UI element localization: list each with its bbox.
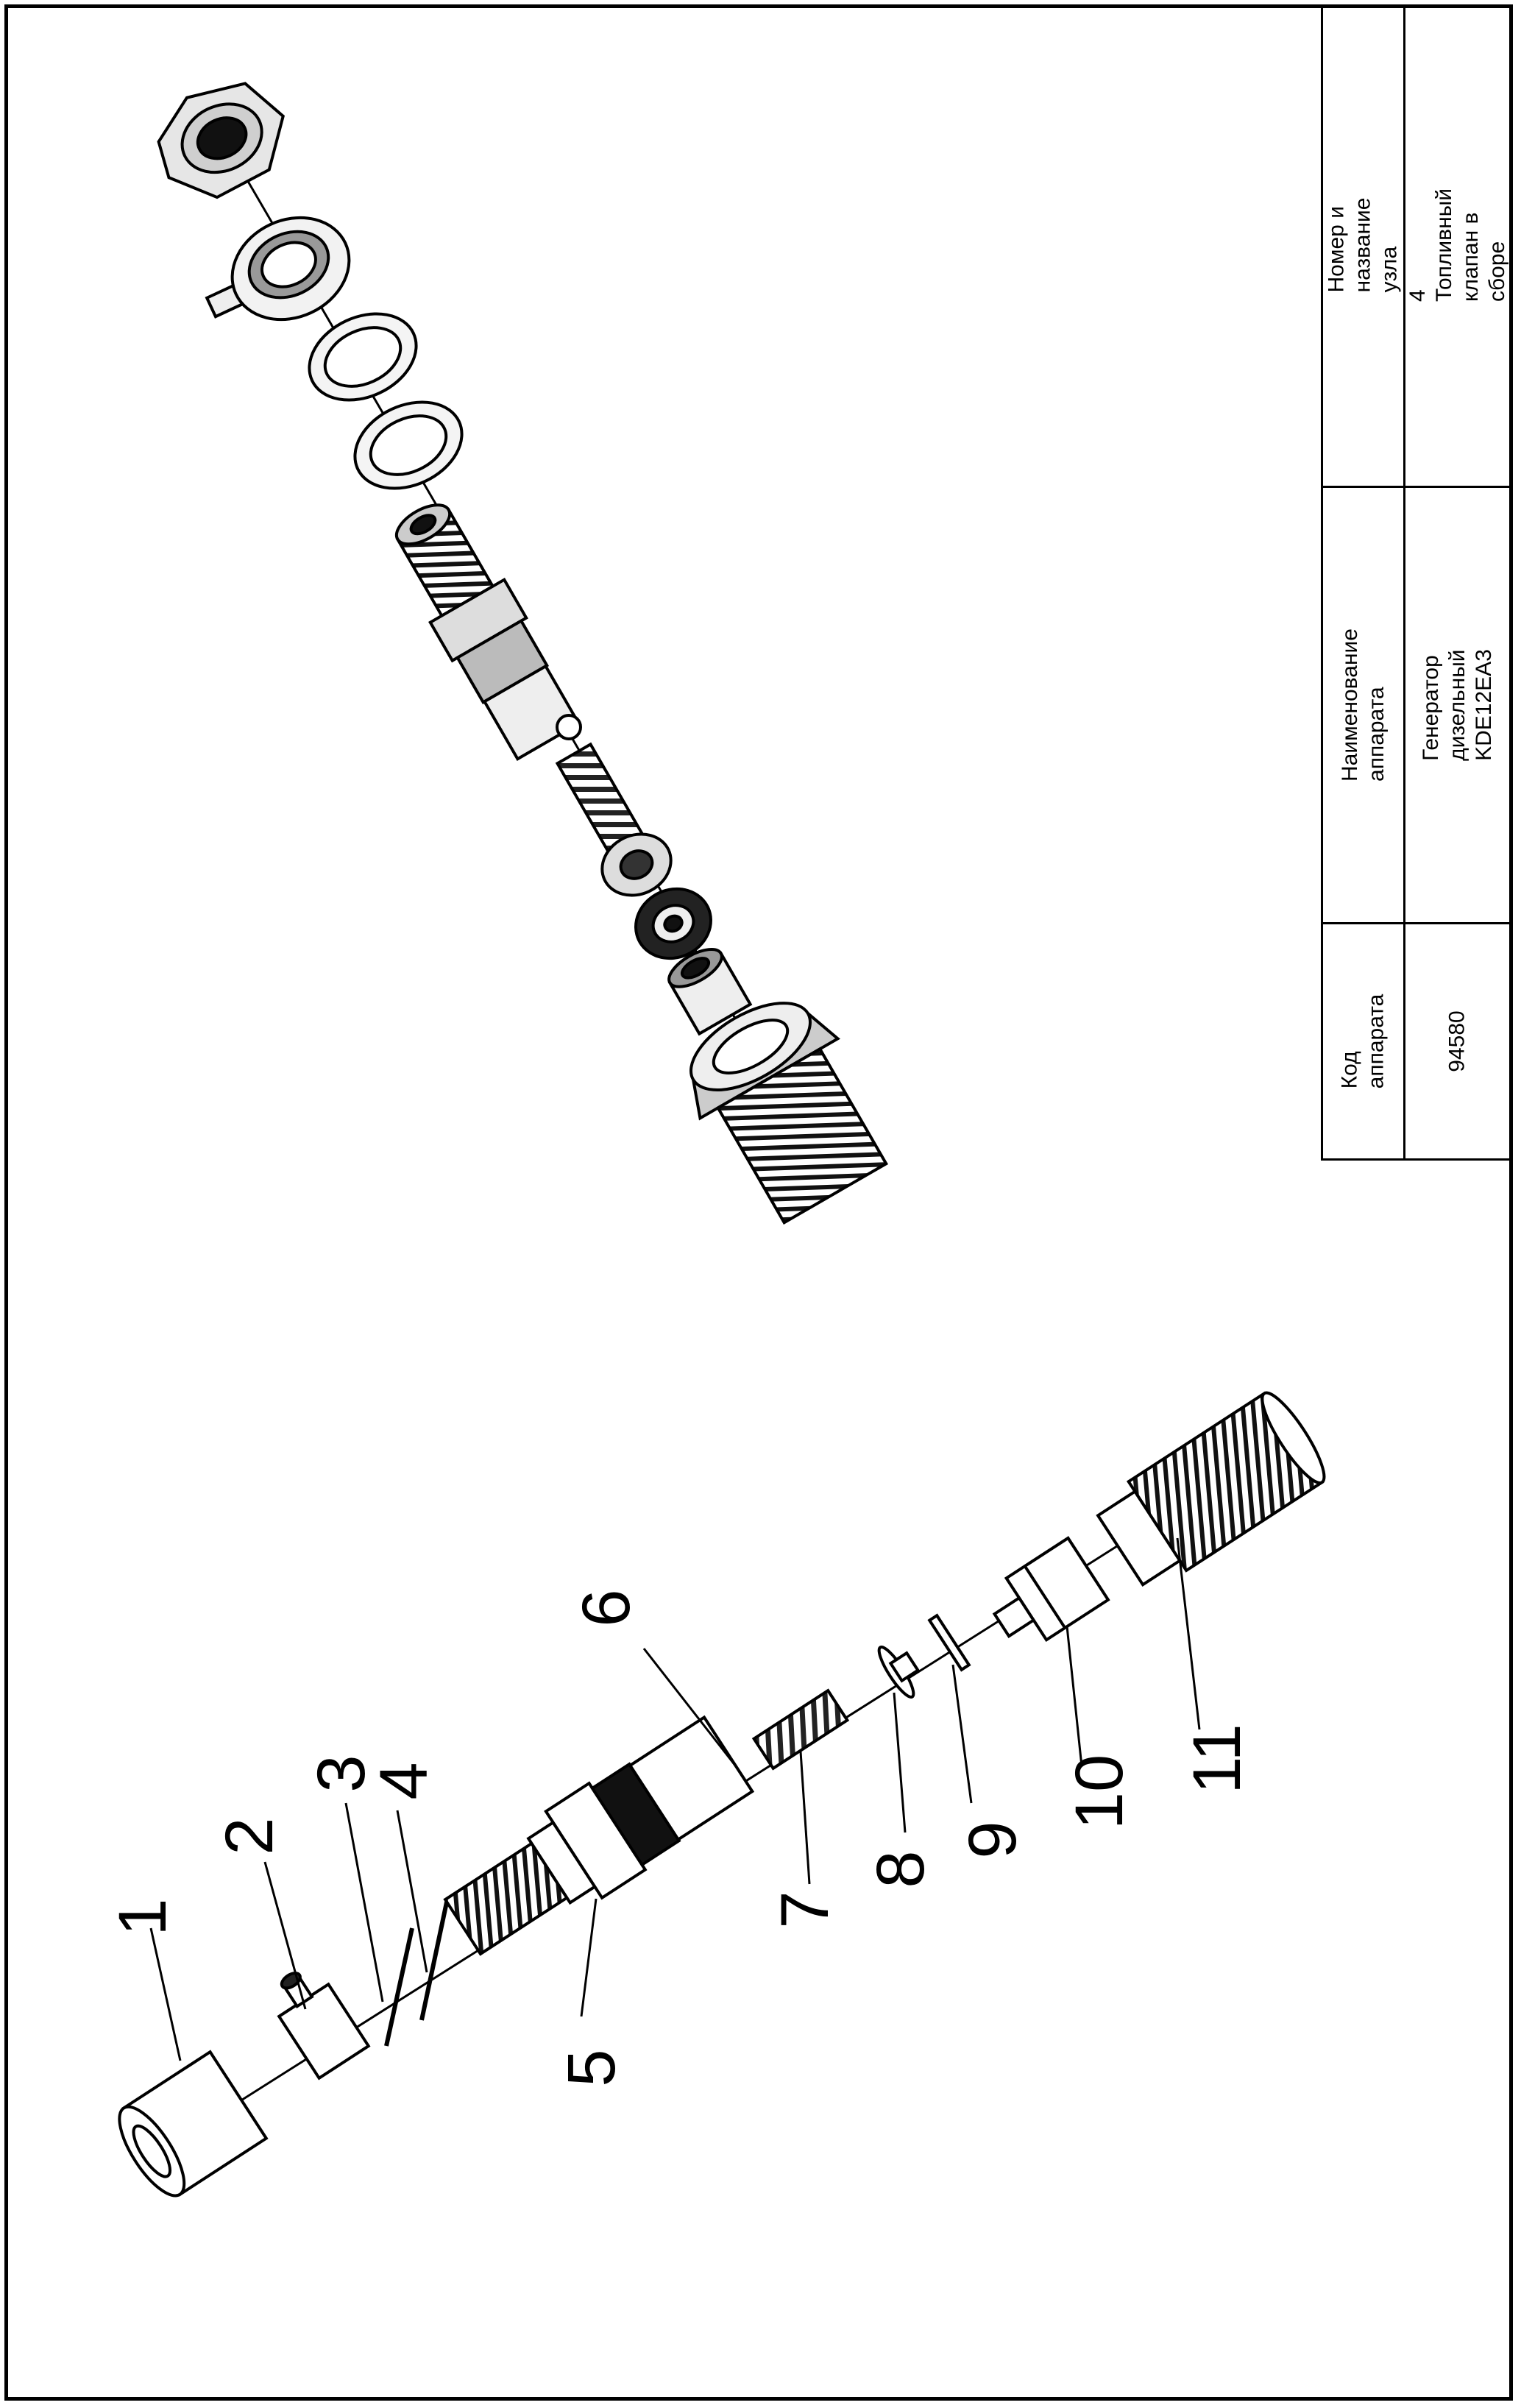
title-block-divider-2	[1323, 922, 1509, 924]
callout-3: 3	[304, 1754, 379, 1792]
iso-valve-body	[394, 503, 581, 761]
callout-7: 7	[767, 1891, 843, 1928]
callout-8: 8	[863, 1850, 938, 1888]
part-7-spring	[751, 1688, 850, 1771]
callout-11: 11	[1180, 1724, 1255, 1794]
part-11-holder	[1096, 1391, 1326, 1587]
callout-1: 1	[105, 1898, 180, 1936]
part-9-shim	[927, 1613, 971, 1672]
iso-washer-1	[308, 312, 418, 402]
title-block: Номер и название узла Наименование аппар…	[1321, 4, 1509, 1161]
callout-6: 6	[569, 1589, 644, 1626]
iso-washer-2	[353, 400, 464, 490]
iso-eye-fitting	[205, 216, 351, 322]
callout-10: 10	[1062, 1754, 1137, 1830]
part-8-valve-disc	[877, 1646, 921, 1699]
title-block-divider-1	[1323, 486, 1509, 488]
part-5-valve-body	[443, 1715, 755, 1956]
isometric-assembly-view	[157, 82, 889, 1225]
iso-hex-nut	[157, 82, 286, 199]
part-1-nut	[118, 2050, 269, 2198]
iso-seat-disc	[600, 832, 673, 897]
leader-lines	[149, 1537, 1201, 2061]
part-2-eye-fitting	[277, 1972, 371, 2081]
part-3-washer	[384, 1927, 414, 2047]
callout-9: 9	[955, 1821, 1030, 1858]
part-4-washer	[419, 1898, 450, 2021]
iso-valve-disc	[634, 887, 712, 960]
part-10-plunger	[992, 1536, 1110, 1643]
iso-threaded-holder	[689, 1002, 889, 1225]
callout-labels: 1 2 3 4 5 6 7 8 9 10 11	[105, 1589, 1255, 2086]
title-block-divider-vertical	[1403, 4, 1405, 1158]
drawing-frame	[4, 4, 1513, 2401]
exploded-assembly-view: 1 2 3 4 5 6 7 8 9 10 11	[105, 1391, 1326, 2198]
callout-4: 4	[366, 1762, 442, 1799]
callout-2: 2	[212, 1817, 287, 1855]
callout-5: 5	[554, 2049, 629, 2086]
iso-ball	[556, 714, 582, 740]
iso-plunger	[667, 948, 753, 1036]
